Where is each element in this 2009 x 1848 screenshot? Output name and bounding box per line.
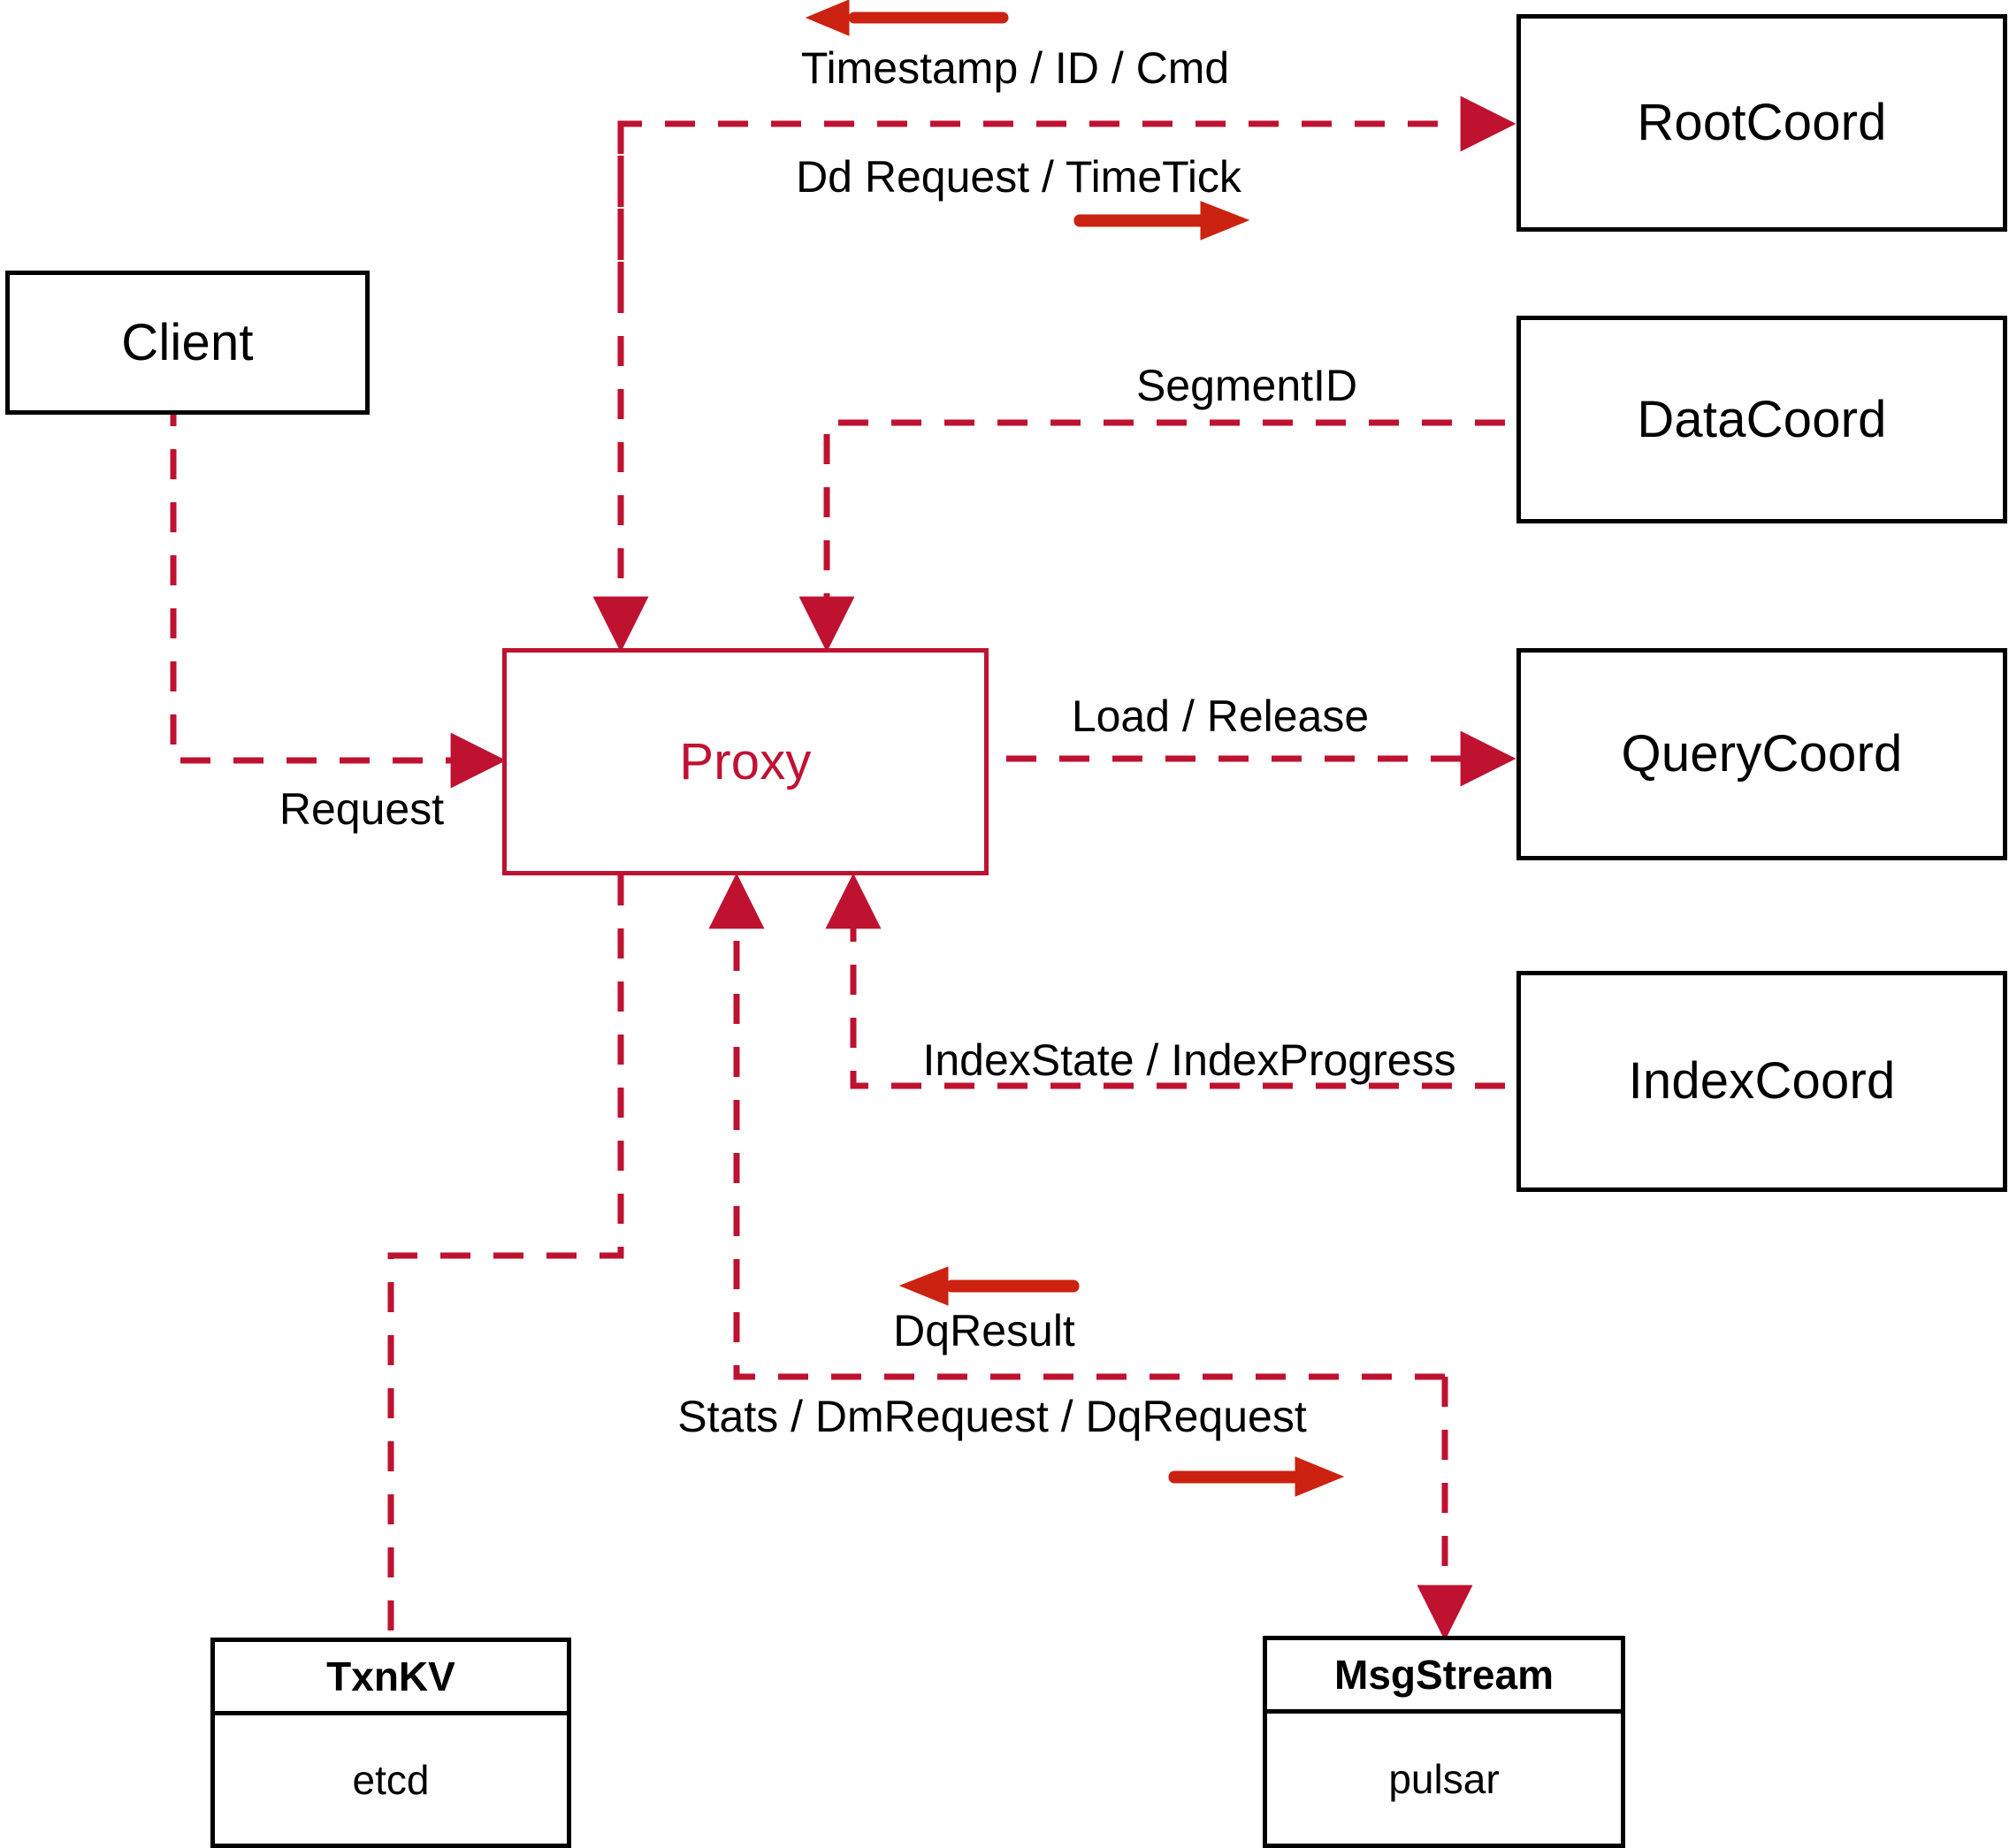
node-datacoord[interactable]: DataCoord xyxy=(1516,316,2007,523)
edge-label-index-state-progress: IndexState / IndexProgress xyxy=(922,1035,1456,1085)
node-msgstream[interactable]: MsgStream pulsar xyxy=(1263,1636,1625,1848)
node-txnkv-title: TxnKV xyxy=(326,1653,455,1699)
edge-proxy-to-rootcoord xyxy=(617,95,1516,292)
node-txnkv-header: TxnKV xyxy=(215,1642,567,1715)
node-client[interactable]: Client xyxy=(5,271,370,415)
edge-label-timestamp-id-cmd: Timestamp / ID / Cmd xyxy=(800,43,1230,93)
edge-label-stats-dm-dq-request: Stats / DmRequest / DqRequest xyxy=(677,1392,1307,1441)
node-datacoord-label: DataCoord xyxy=(1637,390,1887,448)
edge-label-dq-result: DqResult xyxy=(893,1306,1075,1355)
node-proxy-label: Proxy xyxy=(679,732,812,790)
node-txnkv-body: etcd xyxy=(215,1715,567,1844)
node-msgstream-header: MsgStream xyxy=(1267,1640,1621,1714)
node-txnkv-impl: etcd xyxy=(352,1756,430,1803)
edge-client-to-proxy xyxy=(170,396,507,789)
node-client-label: Client xyxy=(121,313,254,371)
node-msgstream-impl: pulsar xyxy=(1388,1755,1500,1802)
node-rootcoord[interactable]: RootCoord xyxy=(1516,14,2007,232)
legend-arrow-ddrequest-right xyxy=(1073,201,1250,241)
edge-label-dd-request-timetick: Dd Request / TimeTick xyxy=(796,152,1241,202)
node-proxy[interactable]: Proxy xyxy=(502,648,989,875)
node-indexcoord[interactable]: IndexCoord xyxy=(1516,971,2007,1192)
edge-datacoord-to-proxy xyxy=(798,419,1505,653)
legend-arrow-statsrequest-right xyxy=(1168,1456,1345,1497)
legend-arrow-timestamp-left xyxy=(805,0,1009,36)
node-querycoord-label: QueryCoord xyxy=(1621,725,1903,783)
node-txnkv[interactable]: TxnKV etcd xyxy=(210,1638,571,1848)
legend-arrow-dqresult-left xyxy=(898,1266,1080,1306)
node-indexcoord-label: IndexCoord xyxy=(1628,1052,1896,1111)
edge-msgstream-to-proxy xyxy=(708,873,1445,1380)
node-msgstream-body: pulsar xyxy=(1267,1714,1621,1844)
edge-label-request: Request xyxy=(279,784,445,834)
node-querycoord[interactable]: QueryCoord xyxy=(1516,648,2007,860)
edge-label-load-release: Load / Release xyxy=(1071,691,1370,741)
node-msgstream-title: MsgStream xyxy=(1334,1652,1554,1698)
node-rootcoord-label: RootCoord xyxy=(1637,94,1887,152)
edge-label-segment-id: SegmentID xyxy=(1135,361,1358,410)
edge-proxy-to-txnkv xyxy=(387,875,624,1638)
